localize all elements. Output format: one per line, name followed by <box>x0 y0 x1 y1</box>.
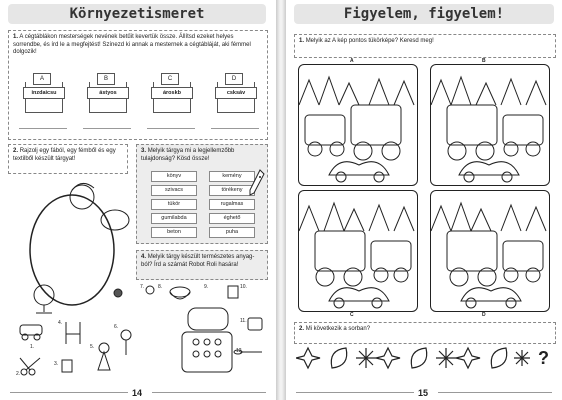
sign-word: ástyos <box>87 87 129 99</box>
star-icon <box>514 350 530 366</box>
task2-instruction: 2. Rajzolj egy fából, egy fémből és egy … <box>13 148 116 162</box>
leaf-icon <box>490 347 508 369</box>
left-page-title: Környezetismeret <box>8 4 266 24</box>
picture-letter-d: D <box>482 312 486 318</box>
item-number: 7. <box>140 284 145 290</box>
item-number: 2. <box>16 371 21 377</box>
word-left[interactable]: gumilabda <box>151 213 197 224</box>
answer-line-d[interactable] <box>211 121 259 129</box>
task1-instruction: 1. A cégtáblákon mesterségek nevének bet… <box>13 34 251 55</box>
left-page: Környezetismeret 1. A cégtáblákon mester… <box>0 0 276 400</box>
picture-letter-b: B <box>482 58 486 64</box>
sign-letter: C <box>161 73 179 85</box>
task4-instruction: 4. Melyik tárgy készült természetes anya… <box>141 254 255 268</box>
book-gutter <box>276 0 286 400</box>
sequence-shapes <box>296 346 530 370</box>
right-task1-instruction: 1. Melyik az A kép pontos tükörképe? Ker… <box>299 38 434 44</box>
snowflake-icon <box>296 346 321 370</box>
item-number: 8. <box>158 284 163 290</box>
snowflake-icon <box>455 346 481 370</box>
item-number: 4. <box>58 320 63 326</box>
item-number: 9. <box>204 284 209 290</box>
word-left[interactable]: beton <box>151 227 197 238</box>
leaf-icon <box>410 347 428 369</box>
word-right[interactable]: éghető <box>209 213 255 224</box>
word-left[interactable]: szivacs <box>151 185 197 196</box>
word-right[interactable]: kemény <box>209 171 255 182</box>
item-number: 12. <box>236 348 243 354</box>
sign-letter: A <box>33 73 51 85</box>
sign-word: csksáv <box>215 87 257 99</box>
item-number: 5. <box>90 344 95 350</box>
sequence-question-mark[interactable]: ? <box>538 348 549 368</box>
right-task2-box: 2. Mi következik a sorban? <box>294 322 556 344</box>
star-icon <box>436 348 456 368</box>
egg-drawing-area[interactable] <box>20 175 130 310</box>
word-left[interactable]: könyv <box>151 171 197 182</box>
objects-illustration <box>19 284 263 376</box>
snowflake-icon <box>375 346 401 370</box>
page-number: 14 <box>132 388 143 398</box>
item-number: 10. <box>240 284 247 290</box>
answer-line-c[interactable] <box>147 121 195 129</box>
right-task2-instruction: 2. Mi következik a sorban? <box>299 326 371 332</box>
sign-letter: B <box>97 73 115 85</box>
pencil-icon <box>249 169 265 196</box>
item-number: 11. <box>240 318 247 324</box>
item-number: 3. <box>54 361 59 367</box>
right-task1-box: 1. Melyik az A kép pontos tükörképe? Ker… <box>294 34 556 58</box>
sign-word: inzdaicsu <box>23 87 65 99</box>
picture-a[interactable] <box>298 64 418 186</box>
star-icon <box>356 348 376 368</box>
sign-letter: D <box>225 73 243 85</box>
picture-letter-c: C <box>350 312 354 318</box>
leaf-icon <box>330 347 348 369</box>
picture-b[interactable] <box>430 64 550 186</box>
picture-d[interactable] <box>430 190 550 312</box>
item-number: 6. <box>114 324 119 330</box>
sign-word: ároskb <box>151 87 193 99</box>
answer-line-a[interactable] <box>19 121 67 129</box>
page-number: 15 <box>418 388 429 398</box>
right-page: Figyelem, figyelem! 1. Melyik az A kép p… <box>286 0 562 400</box>
task4-box: 4. Melyik tárgy készült természetes anya… <box>136 250 268 280</box>
task3-box: 3. Melyik tárgya mi a legjellemzőbb tula… <box>136 144 268 244</box>
task2-box: 2. Rajzolj egy fából, egy fémből és egy … <box>8 144 128 174</box>
word-right[interactable]: puha <box>209 227 255 238</box>
word-right[interactable]: rugalmas <box>209 199 255 210</box>
word-left[interactable]: tükör <box>151 199 197 210</box>
answer-line-b[interactable] <box>83 121 131 129</box>
picture-c[interactable] <box>298 190 418 312</box>
task1-box: 1. A cégtáblákon mesterségek nevének bet… <box>8 30 268 140</box>
task3-instruction: 3. Melyik tárgya mi a legjellemzőbb tula… <box>141 148 235 162</box>
picture-letter-a: A <box>350 58 354 64</box>
item-number: 1. <box>30 344 35 350</box>
right-page-title: Figyelem, figyelem! <box>294 4 554 24</box>
